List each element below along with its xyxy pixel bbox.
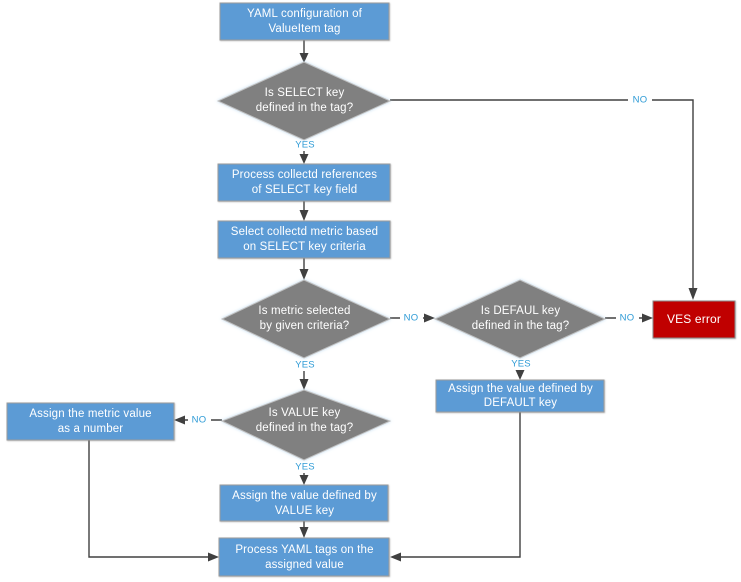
edge-label-default-no: NO (620, 313, 635, 324)
node-default-key-line1: Is DEFAUL key (481, 305, 561, 317)
edge-label-metric-yes: YES (295, 360, 315, 371)
node-assign-metric-number-line1: Assign the metric value (29, 408, 151, 420)
node-select-key-line1: Is SELECT key (265, 87, 345, 99)
edge-value-yes-to-assign: YES (292, 460, 318, 485)
node-value-key-line2: defined in the tag? (256, 422, 353, 434)
edge-start-to-select (299, 40, 309, 63)
edge-metric-to-decision (299, 258, 309, 280)
edge-metric-yes-to-value: YES (292, 358, 318, 390)
edge-value-no-to-number: NO (174, 413, 222, 426)
node-assign-default[interactable]: Assign the value defined by DEFAULT key (435, 379, 605, 413)
edge-select-no-to-error: NO (390, 93, 698, 300)
edge-select-yes-to-refs: YES (292, 138, 318, 164)
edge-metric-no-to-default: NO (390, 311, 435, 324)
node-assign-metric-number-line2: as a number (58, 423, 124, 435)
node-metric-selected-line2: by given criteria? (260, 320, 350, 332)
node-default-key-line2: defined in the tag? (472, 320, 569, 332)
node-assign-value-line1: Assign the value defined by (232, 490, 377, 502)
node-select-key-line2: defined in the tag? (256, 102, 353, 114)
node-select-metric-line2: on SELECT key criteria (243, 241, 366, 253)
node-process-yaml-tags-line1: Process YAML tags on the (235, 544, 373, 556)
node-assign-value[interactable]: Assign the value defined by VALUE key (219, 484, 389, 522)
edge-label-value-no: NO (192, 415, 207, 426)
edge-label-default-yes: YES (511, 359, 531, 370)
node-process-yaml-tags-line2: assigned value (265, 559, 344, 571)
node-value-key-line1: Is VALUE key (269, 407, 341, 419)
edge-default-no-to-error: NO (605, 311, 653, 324)
node-assign-metric-number[interactable]: Assign the metric value as a number (6, 402, 175, 441)
node-metric-selected[interactable]: Is metric selected by given criteria? (220, 279, 392, 359)
node-process-refs-line2: of SELECT key field (252, 184, 358, 196)
edge-default-yes-to-assign: YES (508, 357, 534, 380)
edge-label-select-no: NO (633, 95, 648, 106)
node-select-metric[interactable]: Select collectd metric based on SELECT k… (217, 220, 391, 259)
edge-refs-to-metric (299, 201, 309, 221)
edge-assign-value-to-yaml (299, 521, 309, 538)
edge-label-value-yes: YES (295, 462, 315, 473)
node-assign-value-line2: VALUE key (275, 505, 334, 517)
edge-number-to-yaml (88, 440, 219, 562)
node-process-yaml-tags[interactable]: Process YAML tags on the assigned value (218, 537, 390, 577)
node-select-metric-line1: Select collectd metric based (231, 226, 378, 238)
edge-layer: NO YES (88, 40, 698, 562)
node-ves-error-label: VES error (667, 312, 721, 326)
edge-assign-default-to-yaml (390, 412, 521, 562)
node-ves-error[interactable]: VES error (652, 300, 736, 339)
node-select-key[interactable]: Is SELECT key defined in the tag? (216, 61, 392, 141)
node-layer: YAML configuration of ValueItem tag Is S… (6, 2, 736, 577)
node-start-line2: ValueItem tag (268, 23, 340, 35)
node-metric-selected-line1: Is metric selected (258, 305, 350, 317)
node-assign-default-line2: DEFAULT key (484, 397, 558, 409)
node-default-key[interactable]: Is DEFAUL key defined in the tag? (433, 279, 607, 359)
node-start[interactable]: YAML configuration of ValueItem tag (219, 2, 390, 41)
edge-label-metric-no: NO (404, 313, 419, 324)
edge-label-select-yes: YES (295, 140, 315, 151)
node-process-refs[interactable]: Process collectd references of SELECT ke… (217, 163, 391, 202)
node-value-key[interactable]: Is VALUE key defined in the tag? (220, 389, 392, 461)
node-process-refs-line1: Process collectd references (232, 169, 377, 181)
node-assign-default-line1: Assign the value defined by (448, 383, 593, 395)
node-start-line1: YAML configuration of (247, 8, 363, 20)
